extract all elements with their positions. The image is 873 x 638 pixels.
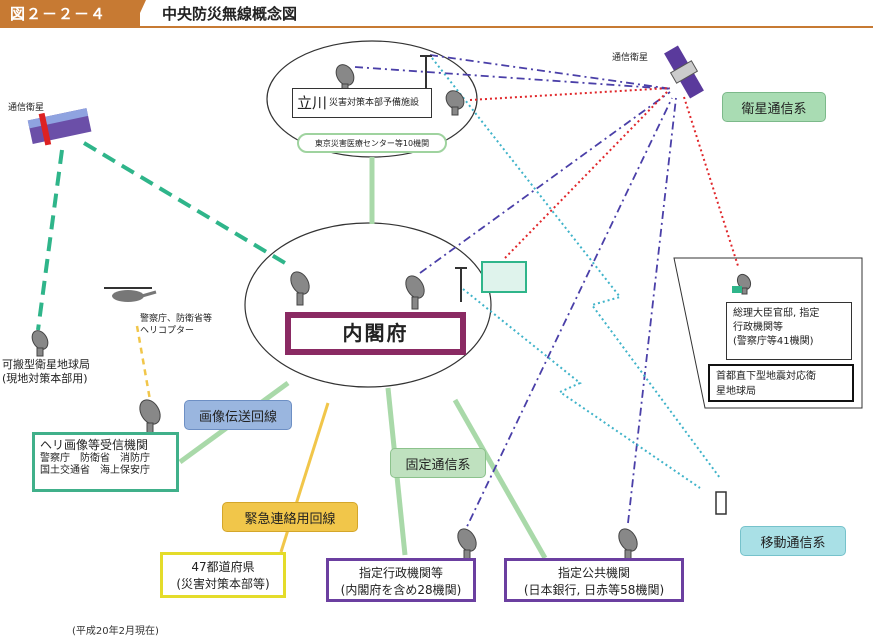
red-dotted-lines (469, 87, 739, 267)
satellite-right-icon (664, 45, 704, 99)
pm-group-outline (673, 257, 863, 409)
footnote: (平成20年2月現在) (72, 626, 159, 637)
pm-line2: 行政機関等 (733, 322, 783, 333)
satellite-dashdot-lines (354, 54, 677, 538)
portable-station-line1: 可搬型衛星地球局 (2, 358, 90, 371)
satellite-dashed-lines (36, 141, 287, 331)
dish-antenna-cabinet-2 (405, 275, 425, 310)
prefectures-line2: (災害対策本部等) (176, 577, 270, 591)
quake-line2: 星地球局 (716, 386, 756, 397)
satellite-right-label: 通信衛星 (612, 53, 649, 63)
tokyo-medical-center: 東京災害医療センター等10機関 (297, 133, 447, 153)
prefectures-box: 47都道府県 (災害対策本部等) (160, 552, 286, 598)
tachikawa-label: 立川 (297, 93, 328, 112)
heli-receiver-line2: 国土交通省 海上保安庁 (40, 465, 150, 476)
public-line1: 指定公共機関 (557, 566, 630, 580)
image-transmission-label: 画像伝送回線 (184, 400, 292, 430)
dish-antenna-tachikawa-2 (445, 90, 465, 116)
header-tab (0, 0, 140, 26)
satellite-left-label: 通信衛星 (8, 103, 45, 113)
small-terminal-icon (732, 286, 742, 293)
portable-station-label: 可搬型衛星地球局 (現地対策本部用) (2, 358, 90, 386)
dish-antenna-cabinet-1 (290, 271, 310, 306)
tower-cabinet-icon (455, 267, 467, 302)
tachikawa-sub-label: 災害対策本部予備施設 (329, 97, 420, 108)
helicopter-label: 警察庁、防衛省等 ヘリコプター (140, 313, 212, 337)
prefectures-line1: 47都道府県 (191, 560, 255, 574)
mobile-system-label: 移動通信系 (740, 526, 846, 556)
fixed-network-lines (178, 157, 548, 560)
portable-station-line2: (現地対策本部用) (2, 372, 88, 385)
admin-line1: 指定行政機関等 (358, 566, 443, 580)
dish-antenna-portable (31, 330, 49, 357)
dish-antenna-public (618, 528, 638, 561)
vehicle-station-icon (481, 261, 527, 293)
heli-receiver-title: ヘリ画像等受信機関 (40, 438, 149, 452)
fixed-system-label: 固定通信系 (390, 448, 486, 478)
heli-downlink (135, 325, 152, 401)
emergency-line-label: 緊急連絡用回線 (222, 502, 358, 532)
heli-receiver-box: ヘリ画像等受信機関 警察庁 防衛省 消防庁 国土交通省 海上保安庁 (32, 432, 179, 492)
tower-tachikawa-icon (420, 55, 432, 88)
cabinet-ellipse (244, 222, 492, 388)
pm-line1: 総理大臣官邸, 指定 (733, 308, 820, 319)
mobile-dotted-lines (431, 57, 721, 489)
designated-public-box: 指定公共機関 (日本銀行, 日赤等58機関) (504, 558, 684, 602)
quake-line1: 首都直下型地震対応衛 (716, 371, 816, 382)
dish-antenna-pm (736, 273, 752, 295)
header-tab-notch (134, 0, 146, 26)
satellite-system-label: 衛星通信系 (722, 92, 826, 122)
dish-antenna-admin (457, 528, 477, 561)
header-rule (0, 26, 873, 28)
public-line2: (日本銀行, 日赤等58機関) (523, 583, 665, 597)
helicopter-icon (104, 287, 157, 302)
satellite-left-icon (27, 108, 92, 146)
helicopter-line2: ヘリコプター (140, 326, 195, 336)
figure-label: 図２－２－４ (10, 5, 107, 23)
figure-title: 中央防災無線概念図 (162, 5, 298, 23)
designated-admin-box: 指定行政機関等 (内閣府を含め28機関) (326, 558, 476, 602)
mobile-phone-icon (715, 491, 727, 515)
pm-office-box: 総理大臣官邸, 指定 行政機関等 (警察庁等41機関) (726, 302, 852, 360)
cabinet-office-box: 内閣府 (285, 312, 466, 355)
tachikawa-facility: 立川 災害対策本部予備施設 (292, 88, 432, 118)
admin-line2: (内閣府を含め28機関) (340, 583, 462, 597)
quake-station-box: 首都直下型地震対応衛 星地球局 (708, 364, 854, 402)
helicopter-line1: 警察庁、防衛省等 (140, 314, 213, 324)
heli-receiver-line1: 警察庁 防衛省 消防庁 (40, 453, 150, 464)
pm-line3: (警察庁等41機関) (733, 336, 814, 347)
dish-antenna-heli-receiver (139, 399, 161, 436)
